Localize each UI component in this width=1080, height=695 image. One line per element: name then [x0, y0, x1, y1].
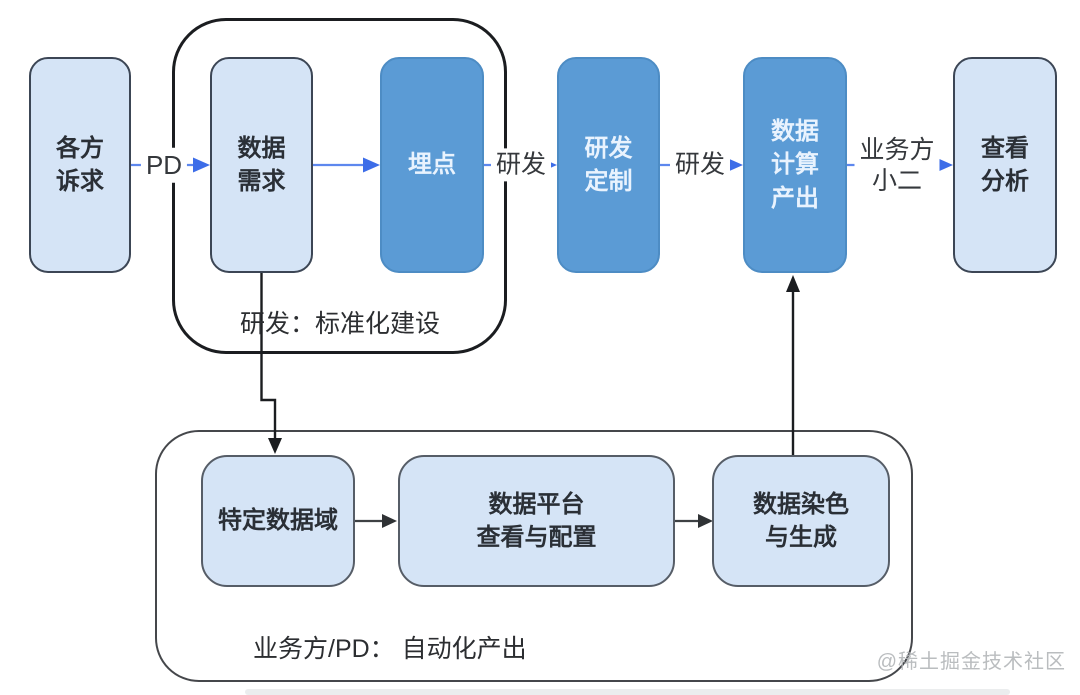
down-arrowhead [268, 438, 282, 454]
edge-label-pd: PD [140, 147, 188, 183]
node-data-dyeing: 数据染色 与生成 [712, 455, 890, 587]
node-data-requirement: 数据 需求 [210, 57, 313, 273]
down-elbow-connector [260, 273, 277, 439]
node-demands: 各方 诉求 [29, 57, 131, 273]
node-data-compute-output: 数据 计算 产出 [743, 57, 847, 273]
node-tracking: 埋点 [380, 57, 484, 273]
edge-label-business-xiaoer: 业务方 小二 [854, 133, 940, 199]
group-label-auto-output: 业务方/PD： 自动化产出 [253, 635, 527, 663]
node-specific-data-domain: 特定数据域 [201, 455, 355, 587]
edge-label-rd-1: 研发 [490, 148, 552, 182]
edge-label-rd-2: 研发 [669, 148, 731, 182]
node-data-platform: 数据平台 查看与配置 [398, 455, 675, 587]
up-arrowhead [786, 275, 800, 292]
group-auto-output [155, 430, 913, 682]
watermark: @稀土掘金技术社区 [876, 651, 1066, 673]
node-view-analysis: 查看 分析 [953, 57, 1057, 273]
group-rd-standardization [172, 18, 507, 354]
gray-arrowheads [382, 514, 713, 528]
bottom-shadow-edge [245, 689, 1010, 695]
group-label-rd-standardization: 研发：标准化建设 [239, 310, 441, 338]
node-rd-custom: 研发 定制 [557, 57, 660, 273]
